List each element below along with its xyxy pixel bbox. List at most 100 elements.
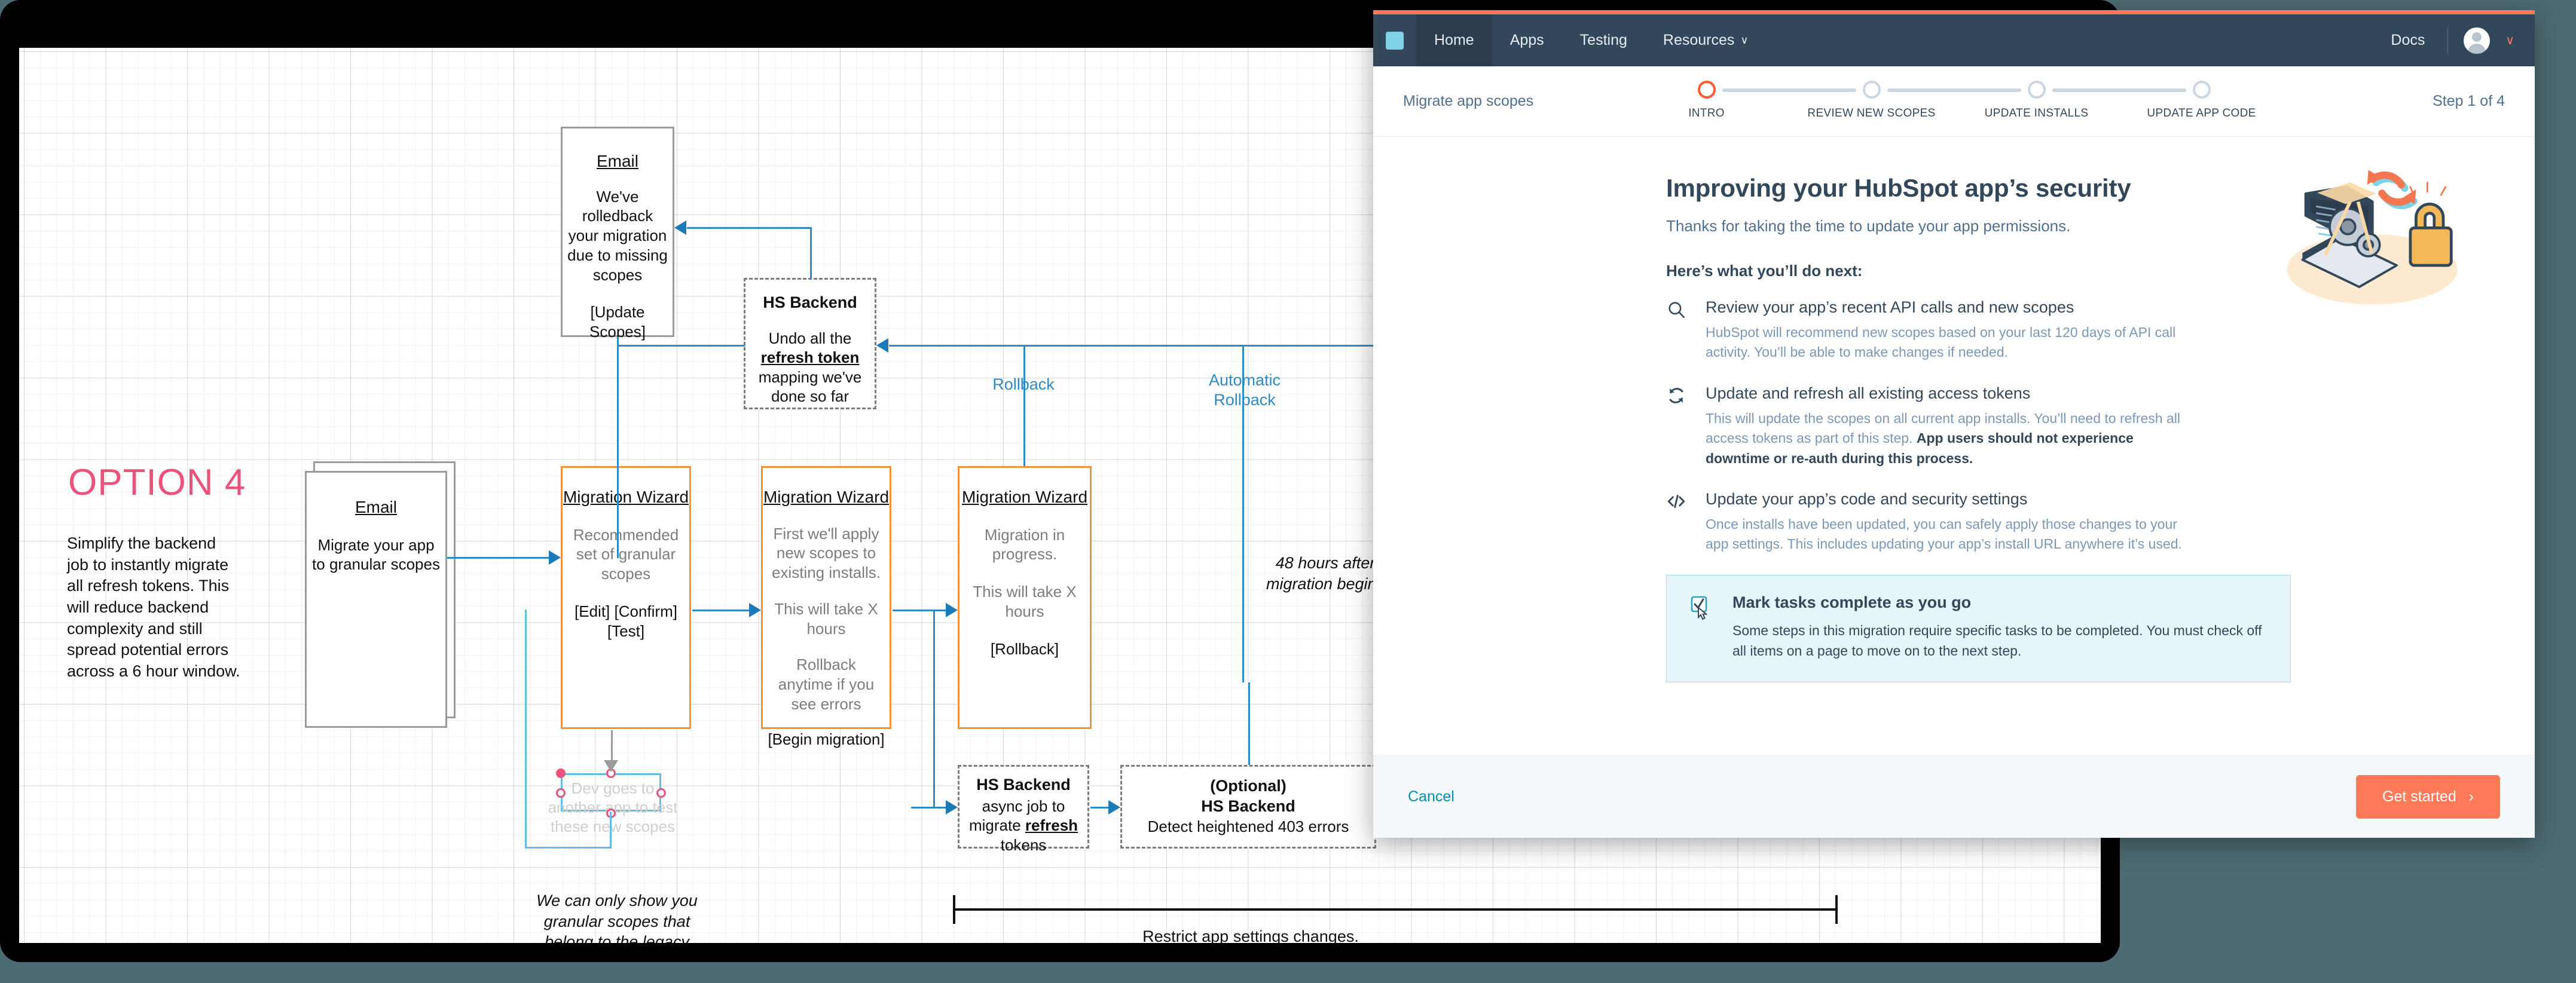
step-update-app-code[interactable]: UPDATE APP CODE [2119, 81, 2284, 120]
feature-update-refresh-tokens-desc: This will update the scopes on all curre… [1706, 410, 2180, 466]
page-title: Improving your HubSpot app’s security [1666, 174, 2131, 202]
refresh-icon [1666, 383, 1690, 468]
avatar-chevron-down-icon[interactable]: ∨ [2505, 34, 2514, 47]
resize-handle-top-left[interactable] [556, 768, 566, 778]
resize-handle-middle-left[interactable] [556, 788, 566, 798]
modal-body: Improving your HubSpot app’s security Th… [1373, 137, 2535, 755]
modal-content: Improving your HubSpot app’s security Th… [1666, 174, 2300, 682]
migration-wizard-2-body1: First we'll apply new scopes to existing… [771, 524, 881, 582]
connector-automatic-rollback-down [1242, 345, 1244, 682]
nav-divider [2447, 26, 2449, 54]
modal-footer: Cancel Get started › [1373, 755, 2535, 838]
step-intro-dot [1697, 81, 1716, 99]
hs-backend-async-body: async job to migrate refresh tokens [959, 797, 1087, 855]
nav-item-home[interactable]: Home [1416, 14, 1492, 66]
hs-backend-optional-card[interactable]: (Optional) HS Backend Detect heightened … [1120, 765, 1376, 849]
nav-item-docs-label: Docs [2391, 32, 2425, 48]
step-update-app-code-label: UPDATE APP CODE [2147, 107, 2256, 120]
email-left-body: Migrate your app to granular scopes [312, 535, 440, 574]
mark-tasks-callout-desc: Some steps in this migration require spe… [1732, 622, 2262, 659]
migration-wizard-2-body3: Rollback anytime if you see errors [778, 656, 875, 713]
feature-update-code-settings-desc: Once installs have been updated, you can… [1706, 516, 2182, 552]
migrate-app-scopes-modal[interactable]: Home Apps Testing Resources ∨ Docs [1373, 10, 2535, 838]
migration-wizard-2-card[interactable]: Migration Wizard First we'll apply new s… [761, 466, 891, 748]
resize-handle-middle-right[interactable] [656, 788, 666, 798]
migration-wizard-1-action[interactable]: [Edit] [Confirm] [Test] [575, 602, 677, 640]
migration-wizard-1-card[interactable]: Migration Wizard Recommended set of gran… [561, 466, 691, 729]
stepper-steps: INTRO REVIEW NEW SCOPES UPDATE INSTALLS … [1624, 81, 2284, 120]
email-rollback-card[interactable]: Email We've rolledback your migration du… [561, 127, 674, 341]
migration-wizard-2-body2: This will take X hours [774, 599, 878, 638]
hs-backend-undo-emphasis: refresh token [760, 348, 860, 367]
nav-item-docs[interactable]: Docs [2384, 32, 2432, 49]
laptop-gears-padlock-refresh-illustration [2250, 143, 2477, 322]
hs-backend-async-line1: async job to migrate [968, 797, 1065, 835]
nav-item-resources[interactable]: Resources ∨ [1645, 14, 1767, 66]
step-update-installs[interactable]: UPDATE INSTALLS [1954, 81, 2186, 120]
hubspot-logo-icon [1386, 31, 1404, 50]
step-update-installs-bar [2052, 88, 2186, 92]
step-update-app-code-dot [2192, 81, 2211, 99]
migration-wizard-3-body1: Migration in progress. [984, 525, 1065, 564]
step-review-new-scopes[interactable]: REVIEW NEW SCOPES [1789, 81, 2021, 120]
hs-backend-async-title: HS Backend [976, 776, 1071, 794]
arrow-into-wizard3 [946, 603, 958, 617]
subheading: Here’s what you’ll do next: [1666, 262, 1863, 280]
migration-wizard-3-card[interactable]: Migration Wizard Migration in progress. … [958, 466, 1092, 729]
hs-backend-undo-line2: mapping we've done so far [758, 368, 862, 406]
feature-update-refresh-tokens: Update and refresh all existing access t… [1666, 383, 2300, 468]
label-automatic-rollback: Automatic Rollback [1208, 371, 1281, 409]
connector-undo-to-email-vertical [810, 227, 812, 280]
selected-note-text: Dev goes to another app to test these ne… [548, 779, 678, 836]
step-update-installs-dot [2027, 81, 2046, 99]
connector-wizard1-to-wizard2 [692, 610, 749, 611]
step-intro[interactable]: INTRO [1624, 81, 1856, 120]
note-restrict-app-settings: Restrict app settings changes. Scopes in… [1142, 927, 1359, 943]
hs-backend-optional-line2: Detect heightened 403 errors [1147, 817, 1349, 835]
nav-item-testing[interactable]: Testing [1562, 14, 1645, 66]
stepper-bar: Migrate app scopes INTRO REVIEW NEW SCOP… [1373, 66, 2535, 137]
logo-cell[interactable] [1373, 31, 1416, 50]
get-started-label: Get started [2382, 788, 2456, 805]
email-left-card[interactable]: Email Migrate your app to granular scope… [305, 461, 462, 728]
lead-paragraph: Thanks for taking the time to update you… [1666, 217, 2071, 235]
hs-backend-optional-line1: (Optional) [1210, 777, 1287, 795]
email-rollback-body: We've rolledback your migration due to m… [567, 187, 668, 284]
arrow-into-async-backend [946, 800, 958, 814]
checkbox-cursor-icon [1691, 593, 1717, 662]
connector-email-right [617, 345, 745, 347]
migration-wizard-2-title: Migration Wizard [763, 488, 890, 506]
selected-note-box[interactable]: Dev goes to another app to test these ne… [548, 768, 677, 835]
nav-item-apps[interactable]: Apps [1492, 14, 1562, 66]
migration-wizard-3-action[interactable]: [Rollback] [990, 639, 1059, 658]
measure-bar-end-tick [1835, 895, 1838, 924]
migration-wizard-2-action[interactable]: [Begin migration] [768, 730, 885, 748]
stepper-title: Migrate app scopes [1403, 93, 1534, 109]
connector-wizard2-to-wizard3 [893, 610, 946, 611]
step-counter: Step 1 of 4 [2433, 93, 2505, 109]
nav-item-apps-label: Apps [1509, 32, 1544, 48]
arrow-into-hs-undo [876, 338, 888, 353]
chevron-right-icon: › [2468, 788, 2474, 805]
email-rollback-action[interactable]: [Update Scopes] [589, 303, 646, 341]
hs-backend-async-card[interactable]: HS Backend async job to migrate refresh … [958, 765, 1089, 854]
hs-backend-undo-card[interactable]: HS Backend Undo all the refresh token ma… [744, 278, 876, 409]
hs-backend-async-emphasis: refresh [1025, 816, 1078, 835]
hs-backend-optional-title: HS Backend [1201, 797, 1295, 815]
connector-email-down [617, 337, 619, 558]
avatar[interactable] [2464, 27, 2491, 54]
connector-into-async [911, 807, 946, 809]
email-left-title: Email [355, 498, 397, 516]
connector-email-left-to-wizard1 [447, 557, 549, 559]
chevron-down-icon: ∨ [1740, 34, 1749, 46]
option-title: OPTION 4 [68, 462, 246, 503]
hs-backend-undo-title: HS Backend [763, 293, 857, 311]
nav-item-testing-label: Testing [1579, 32, 1627, 48]
feature-review-api-calls: Review your app’s recent API calls and n… [1666, 297, 2300, 363]
cancel-button[interactable]: Cancel [1408, 788, 1454, 805]
app-navbar: Home Apps Testing Resources ∨ Docs [1373, 14, 2535, 66]
arrow-to-email-rollback [674, 221, 686, 235]
get-started-button[interactable]: Get started › [2356, 775, 2500, 819]
connector-async-to-optional [1090, 807, 1108, 809]
